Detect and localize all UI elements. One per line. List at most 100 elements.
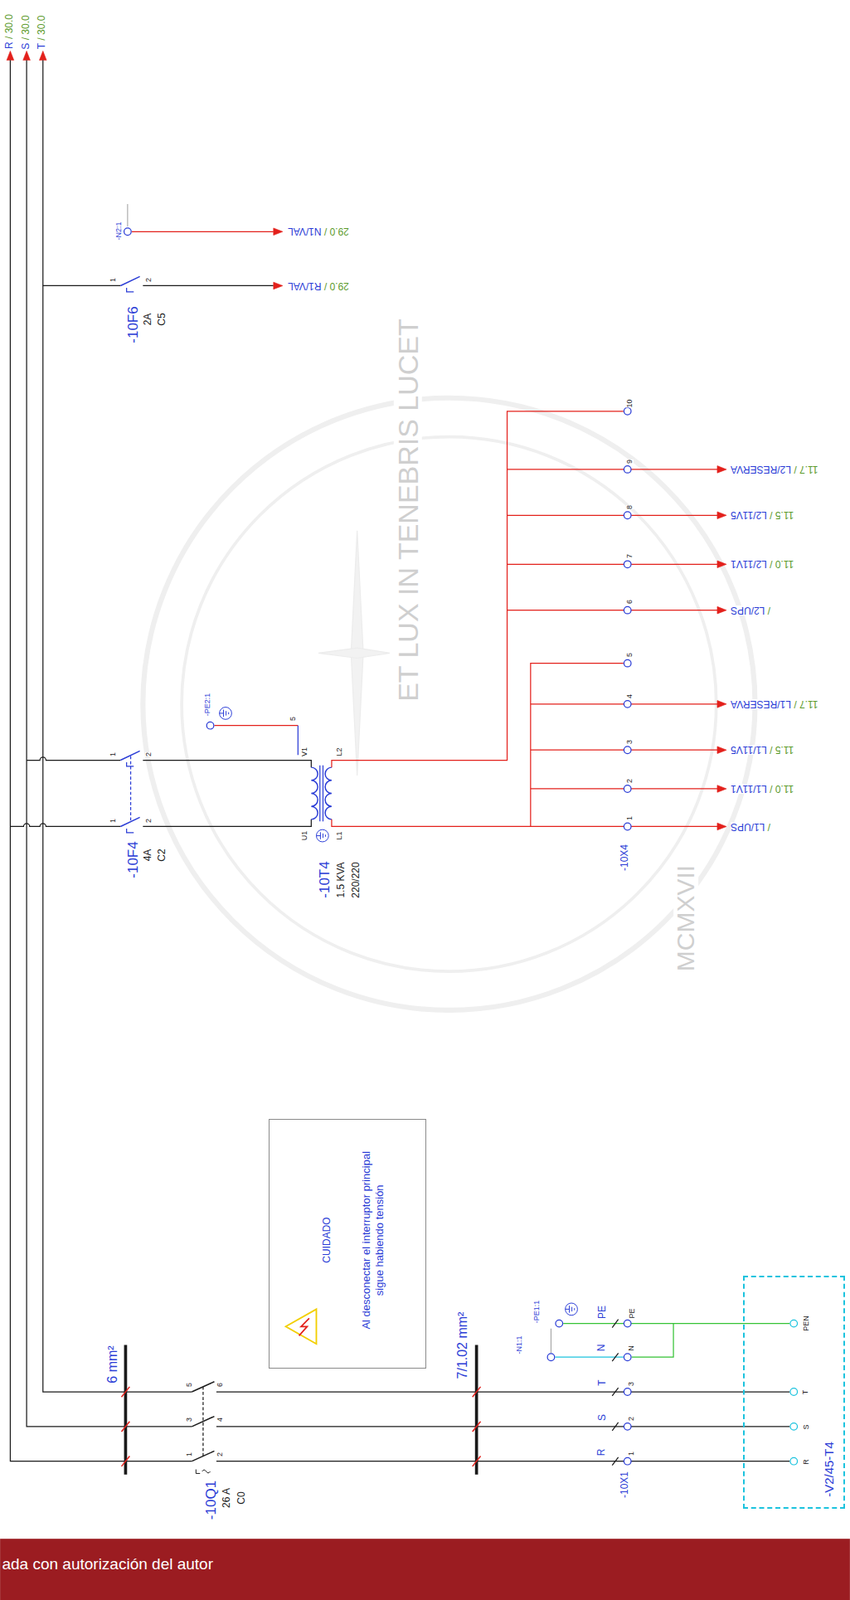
- terminal-number-group: 1: [626, 816, 634, 821]
- cross-reference: 29.0 /: [324, 280, 350, 292]
- footer-band: [0, 1538, 850, 1600]
- wire: [131, 231, 274, 233]
- arrow-head: [717, 785, 727, 793]
- device-tag: -10X4: [618, 844, 631, 871]
- terminal-number-group: 3: [626, 739, 634, 744]
- pin-number-group: 2: [145, 277, 153, 282]
- wire: [142, 285, 273, 287]
- pin-number: 5: [288, 716, 297, 721]
- pin-name: V1: [300, 747, 309, 757]
- pin-number: 2: [144, 818, 153, 823]
- pin-number-group: 6: [216, 1382, 224, 1387]
- conductor-label-group: N: [597, 1344, 608, 1352]
- potential-tick: [550, 1328, 552, 1354]
- terminal-number: 5: [625, 652, 634, 657]
- terminal-number: 3: [626, 1381, 636, 1386]
- terminal-number-group: 2: [626, 778, 634, 783]
- conductor-label: N: [596, 1344, 608, 1352]
- potential-tag: -N1:1: [514, 1335, 524, 1355]
- cable-size: 6 mm²: [105, 1345, 120, 1383]
- cross-reference-group: /L1/UPS: [730, 821, 771, 832]
- device-rating-group: 220/220: [349, 861, 360, 898]
- arrow-head: [717, 511, 727, 520]
- pin-name-group: U1: [301, 830, 309, 841]
- conductor-label: R: [596, 1448, 608, 1457]
- pin-number-group: 2: [145, 752, 153, 757]
- conductor-label: S: [596, 1413, 608, 1421]
- pin-name-group: L1: [335, 831, 343, 841]
- potential-tag: -PE2:1: [203, 692, 212, 716]
- terminal-number-group: 1: [627, 1451, 636, 1456]
- cross-reference: L2/11V5: [730, 509, 768, 521]
- wire: [26, 60, 192, 1427]
- arrow-head: [717, 822, 727, 831]
- cross-reference-group: 29.0 /R1/VAL: [287, 281, 350, 292]
- conductor-tick: [612, 1352, 618, 1361]
- terminal-number-group: 8: [626, 505, 634, 510]
- terminal-number-group: 6: [626, 599, 634, 604]
- terminal-symbol: [623, 466, 632, 474]
- wire: [43, 60, 193, 1392]
- watermark: ET LUX IN TENEBRIS LUCET: [392, 318, 424, 702]
- transformer-core: [319, 765, 321, 822]
- pin-number: 3: [184, 1417, 194, 1422]
- footer-note-group: ada con autorización del autor: [1, 1555, 214, 1572]
- cross-reference-group: /L2/UPS: [730, 605, 771, 616]
- terminal-symbol: [623, 785, 632, 793]
- watermark-group: MCMXVII: [673, 864, 699, 972]
- cross-reference: 11.7 /: [793, 698, 818, 710]
- warning-title: CUIDADO: [321, 1216, 332, 1263]
- cable-tick: [472, 1421, 481, 1432]
- terminal-symbol: [623, 1353, 632, 1361]
- phase-reference: / 30.0: [19, 14, 32, 40]
- pin-number-group: 1: [109, 277, 117, 282]
- pin-number: 1: [108, 752, 117, 757]
- pin-number: 4: [215, 1417, 224, 1422]
- cross-reference: L1/UPS: [730, 820, 765, 833]
- conductor-tick: [612, 1319, 618, 1328]
- wire: [530, 663, 624, 827]
- potential-tag-group: -N1:1: [515, 1335, 524, 1355]
- cross-reference-group: 11.5 /L2/11V5: [730, 510, 794, 520]
- cable-size-group: 7/1.02 mm²: [456, 1311, 471, 1379]
- device-rating-group: C2: [156, 848, 167, 861]
- device-tag-group: -10F6: [126, 306, 141, 343]
- terminal-number: PE: [626, 1308, 636, 1319]
- ground-symbol: [315, 831, 326, 840]
- terminal-number-group: 10: [626, 398, 634, 408]
- potential-point: [124, 228, 132, 236]
- terminal-number: 2: [625, 778, 634, 783]
- terminal-symbol: [623, 700, 632, 709]
- device-tag-group: -10X4: [619, 844, 630, 871]
- warning-triangle: [286, 1308, 317, 1344]
- terminal-number: 8: [625, 505, 634, 510]
- box-terminal: [790, 1423, 798, 1431]
- cable-size-group: 6 mm²: [106, 1345, 120, 1383]
- wire: [507, 514, 720, 516]
- device-tag-group: -10T4: [317, 860, 332, 898]
- terminal-symbol: [623, 1319, 632, 1327]
- watermark-group: ET LUX IN TENEBRIS LUCET: [393, 318, 423, 702]
- wire: [507, 563, 720, 565]
- ground-symbol: [565, 1302, 578, 1316]
- device-rating: 2A: [141, 313, 154, 326]
- pin-number-group: 2: [216, 1452, 224, 1457]
- potential-tag: -PE1:1: [533, 1299, 542, 1323]
- arrow-head: [717, 466, 727, 474]
- pin-number-group: 3: [185, 1417, 194, 1422]
- device-rating: 26 A: [220, 1487, 233, 1508]
- cable-tick: [472, 1456, 481, 1467]
- warning-note: Al desconectar el interruptor principal …: [359, 1143, 388, 1336]
- cross-reference-group: 11.0 /L1/11V1: [730, 783, 794, 794]
- pin-number-group: 1: [109, 752, 117, 757]
- device-tag: -10X1: [618, 1471, 631, 1498]
- ground-symbol: [315, 829, 329, 842]
- wire: [216, 1460, 790, 1462]
- transformer-coil: [310, 767, 318, 820]
- device-rating-group: 26 A: [221, 1487, 232, 1508]
- conductor-tick: [612, 1387, 618, 1396]
- device-tag-group: -10F4: [126, 840, 141, 878]
- wire: [9, 823, 121, 827]
- device-rating-group: 4A: [142, 849, 153, 862]
